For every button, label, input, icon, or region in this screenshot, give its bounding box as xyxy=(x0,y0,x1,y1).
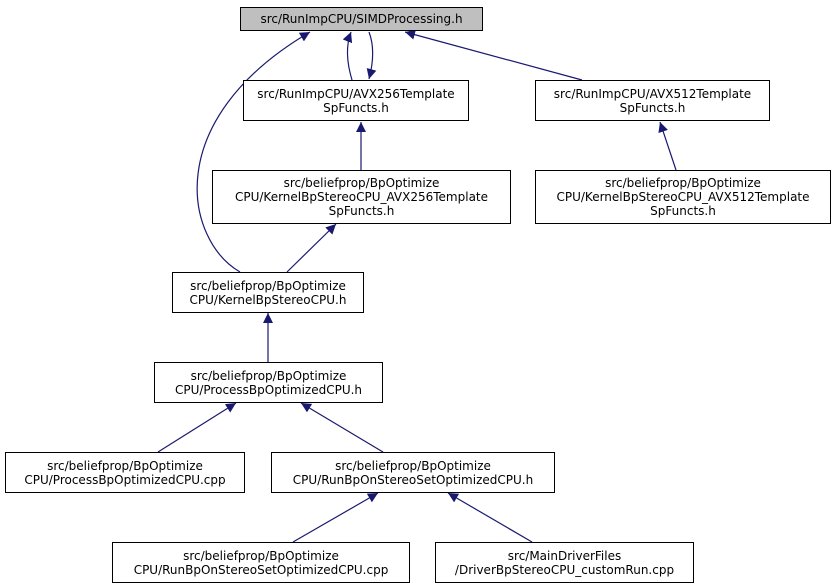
node-label-line: src/beliefprop/BpOptimize xyxy=(47,458,203,473)
node-label-line: src/MainDriverFiles xyxy=(507,548,622,563)
edge-process_cpp-to-process_h xyxy=(157,402,237,453)
edge-avx512-to-simd xyxy=(404,29,583,81)
node-label-line: src/RunImpCPU/SIMDProcessing.h xyxy=(260,12,463,26)
node-label-line: SpFuncts.h xyxy=(323,100,389,115)
node-label-line: src/beliefprop/BpOptimize xyxy=(183,548,339,563)
node-driver[interactable]: src/MainDriverFiles/DriverBpStereoCPU_cu… xyxy=(435,542,694,583)
node-label-line: CPU/KernelBpStereoCPU.h xyxy=(189,292,347,307)
node-label-line: CPU/KernelBpStereoCPU_AVX256Template xyxy=(234,190,489,204)
node-label-line: /DriverBpStereoCPU_customRun.cpp xyxy=(454,562,675,577)
node-simd[interactable]: src/RunImpCPU/SIMDProcessing.h xyxy=(240,7,483,31)
node-label-line: src/beliefprop/BpOptimize xyxy=(605,176,761,190)
node-label-line: SpFuncts.h xyxy=(650,204,716,218)
edge-kavx512-to-avx512 xyxy=(658,121,677,171)
node-label-line: src/beliefprop/BpOptimize xyxy=(190,278,346,293)
node-label-line: CPU/KernelBpStereoCPU_AVX512Template xyxy=(556,190,810,204)
edge-run_cpp-to-run_h xyxy=(292,492,379,543)
node-label-line: CPU/ProcessBpOptimizedCPU.cpp xyxy=(24,472,226,487)
node-label-line: src/beliefprop/BpOptimize xyxy=(190,368,347,383)
edge-run_h-to-process_h xyxy=(300,402,384,453)
node-label-line: src/beliefprop/BpOptimize xyxy=(335,458,491,473)
edge-kernel-to-simd xyxy=(196,31,311,273)
node-label-line: SpFuncts.h xyxy=(619,100,686,115)
node-label-line: src/RunImpCPU/AVX256Template xyxy=(257,86,455,101)
node-label-line: CPU/RunBpOnStereoSetOptimizedCPU.h xyxy=(292,472,534,487)
edge-avx256-to-simd xyxy=(342,31,353,81)
node-label-line: CPU/ProcessBpOptimizedCPU.h xyxy=(174,382,363,397)
edge-driver-to-run_h xyxy=(447,492,533,543)
node-label-line: CPU/RunBpOnStereoSetOptimizedCPU.cpp xyxy=(133,562,389,577)
edge-kernel-to-kavx256 xyxy=(286,223,337,273)
node-label-line: src/beliefprop/BpOptimize xyxy=(283,176,440,190)
node-label-line: SpFuncts.h xyxy=(328,204,395,218)
edge-simd-to-avx256 xyxy=(366,31,377,80)
node-label-line: src/RunImpCPU/AVX512Template xyxy=(553,86,752,101)
